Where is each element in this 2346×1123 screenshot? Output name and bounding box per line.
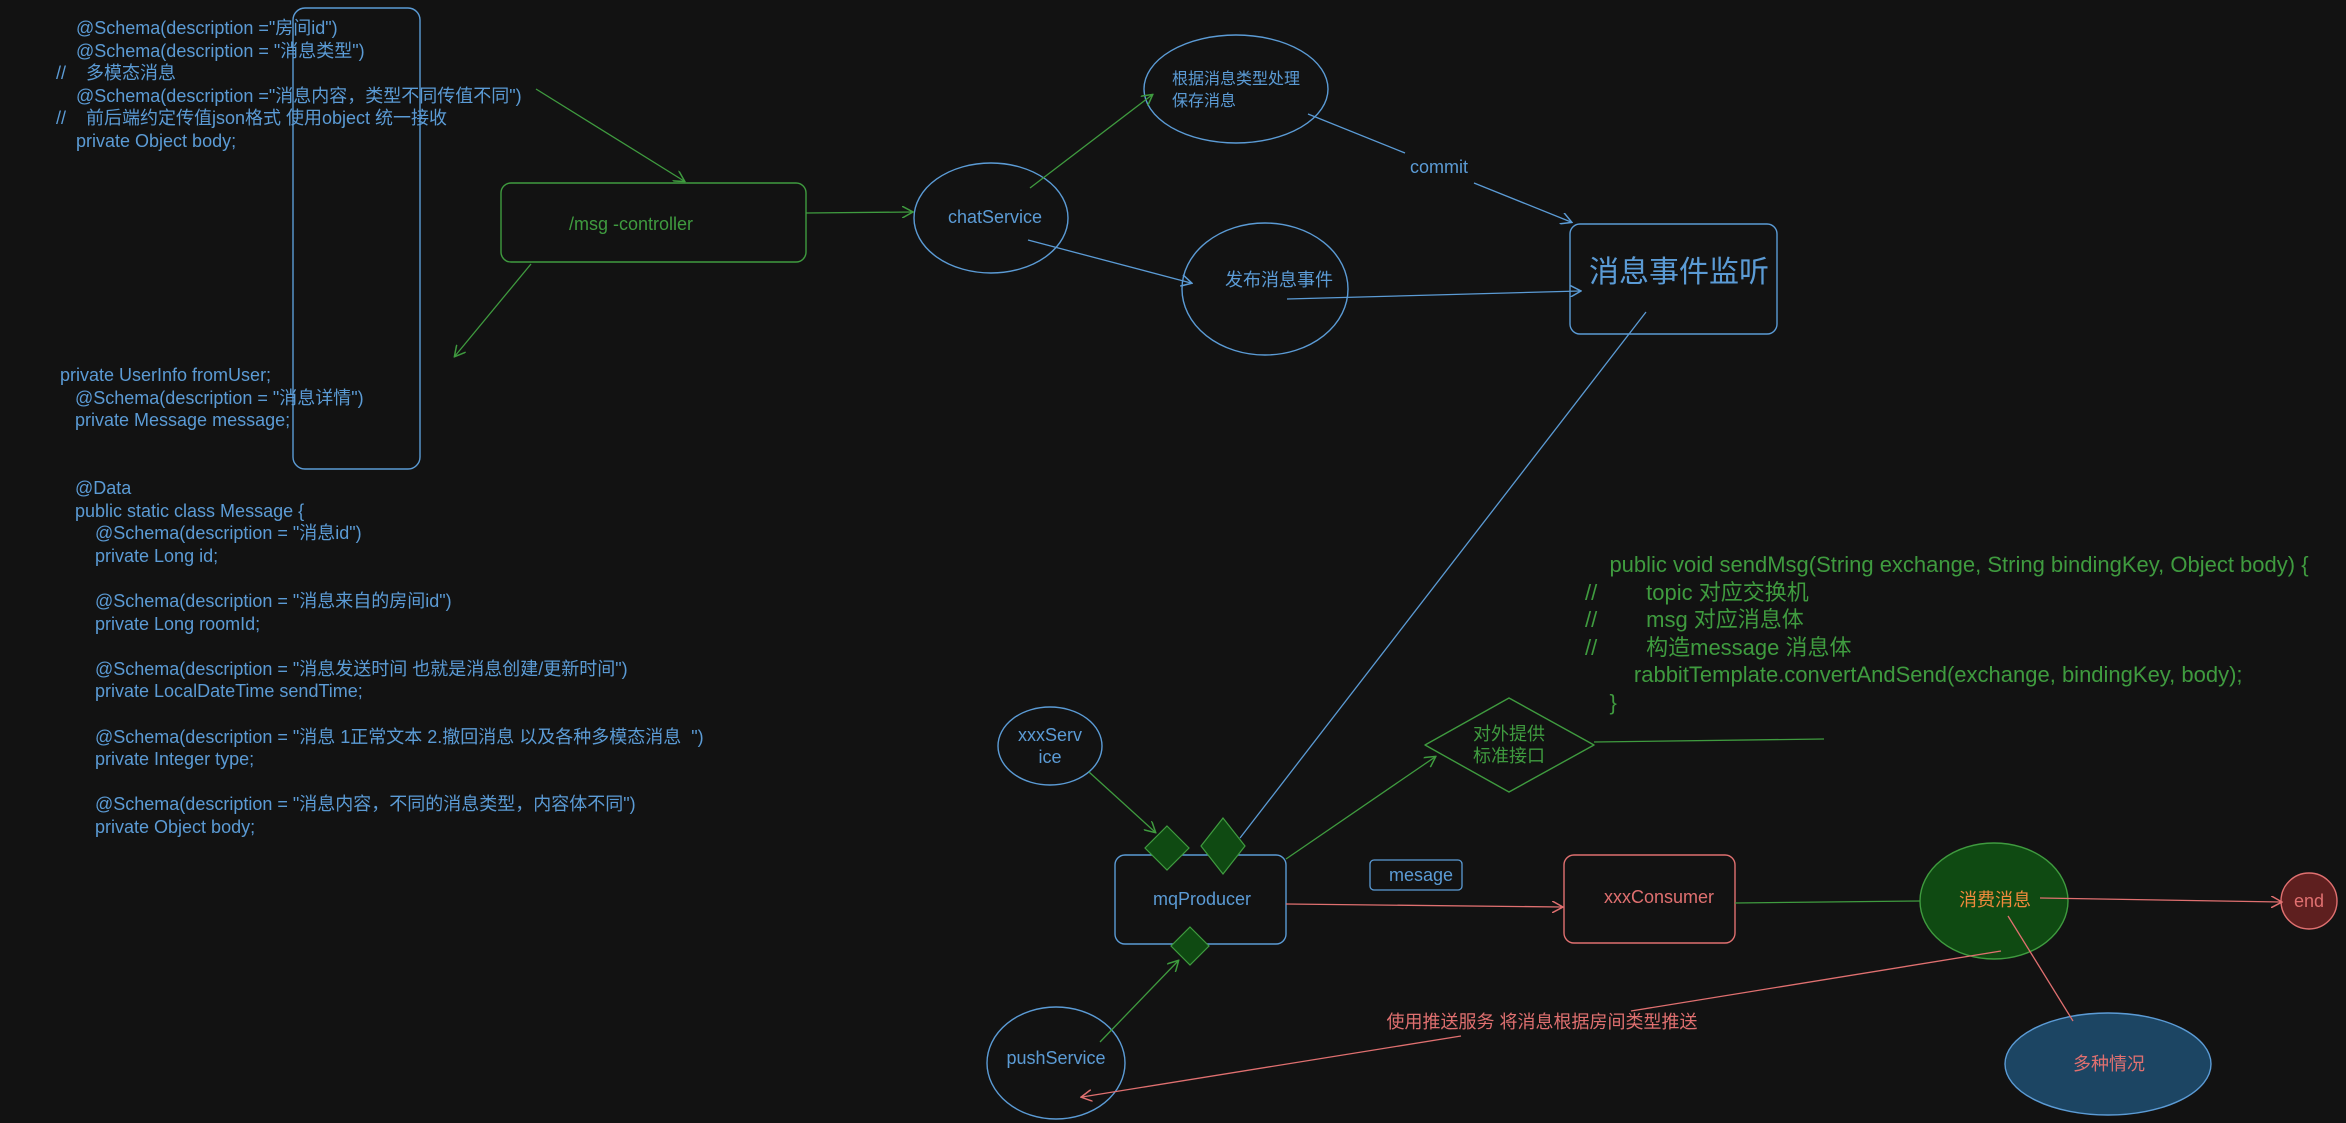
edge-consume-to-pushlabel [1630,950,2002,1012]
push-desc-edge-label: 使用推送服务 将消息根据房间类型推送 [1386,1012,1698,1032]
end-label: end [2293,891,2325,911]
external-api-diamond[interactable] [1424,697,1595,793]
process-save-ellipse[interactable] [1143,34,1329,144]
push-service-label: pushService [1006,1048,1106,1068]
edge-controller-to-dto [455,263,532,356]
message-class-code: @Data public static class Message { @Sch… [75,478,704,837]
edge-chat-to-process [1029,95,1152,189]
edge-listener-to-producer [1239,311,1647,839]
many-cases-label: 多种情况 [2073,1054,2145,1074]
edge-consume-to-end [2039,898,2281,902]
edge-pushlabel-to-push [1082,1035,1462,1097]
dto-top-code: @Schema(description ="房间id") @Schema(des… [56,18,522,151]
edge-controller-to-chat [805,212,912,213]
dto-container-box [292,7,421,470]
xxx-consumer-box[interactable] [1563,854,1736,944]
chat-service-label: chatService [947,207,1043,227]
producer-port-diamond-3 [1170,926,1210,966]
producer-port-diamond-1 [1144,825,1190,871]
event-listener-label: 消息事件监听 [1589,256,1769,289]
xxx-service-ellipse[interactable] [997,706,1103,786]
commit-edge-label: commit [1410,157,1468,177]
external-api-label: 对外提供 标准接口 [1473,724,1545,766]
mq-producer-label: mqProducer [1152,889,1252,909]
edge-xxxservice-to-producer [1088,771,1155,832]
msg-controller-box[interactable] [500,182,807,263]
consume-msg-label: 消费消息 [1959,890,2031,910]
edge-commit-to-listener [1473,182,1571,222]
edge-publish-to-listener [1286,291,1580,300]
edge-chat-to-publish [1027,239,1191,283]
edge-producer-to-api [1285,757,1435,860]
edge-code-to-controller [535,88,684,181]
publish-event-label: 发布消息事件 [1225,270,1333,290]
many-cases-ellipse[interactable] [2004,1012,2212,1116]
mesage-edge-label: mesage [1388,865,1454,885]
dto-middle-code: private UserInfo fromUser; @Schema(descr… [60,365,364,431]
edge-process-to-commit [1307,113,1406,154]
edge-consume-to-cases [2007,915,2074,1022]
send-msg-code: public void sendMsg(String exchange, Str… [1585,552,2309,715]
xxx-consumer-label: xxxConsumer [1603,887,1715,907]
push-service-ellipse[interactable] [986,1006,1126,1120]
edge-consumer-to-consume [1734,900,1921,904]
publish-event-ellipse[interactable] [1181,222,1349,356]
edge-push-to-producer [1099,961,1178,1043]
event-listener-box[interactable] [1569,223,1778,335]
mesage-label-box [1369,859,1463,891]
process-save-label: 根据消息类型处理 保存消息 [1171,71,1301,110]
producer-port-diamond-2 [1200,817,1246,875]
xxx-service-label: xxxServ ice [1017,725,1083,767]
msg-controller-label: /msg -controller [568,214,694,234]
edge-api-to-code [1593,738,1825,743]
edge-producer-to-consumer [1285,904,1562,907]
